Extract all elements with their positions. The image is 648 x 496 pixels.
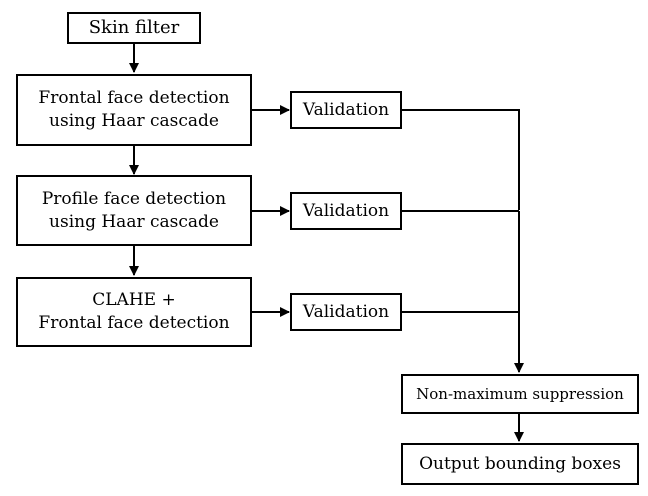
- clahe-detection-node: CLAHE + Frontal face detection: [16, 277, 252, 347]
- validation-3-node: Validation: [290, 293, 402, 331]
- validation-1-node: Validation: [290, 91, 402, 129]
- output-node: Output bounding boxes: [401, 443, 639, 485]
- edge-validation-1-to-nms: [402, 109, 520, 210]
- profile-detection-node: Profile face detection using Haar cascad…: [16, 175, 252, 246]
- nms-node: Non-maximum suppression: [401, 374, 639, 414]
- validation-2-node: Validation: [290, 192, 402, 230]
- frontal-detection-node: Frontal face detection using Haar cascad…: [16, 74, 252, 146]
- skin-filter-node: Skin filter: [67, 12, 201, 44]
